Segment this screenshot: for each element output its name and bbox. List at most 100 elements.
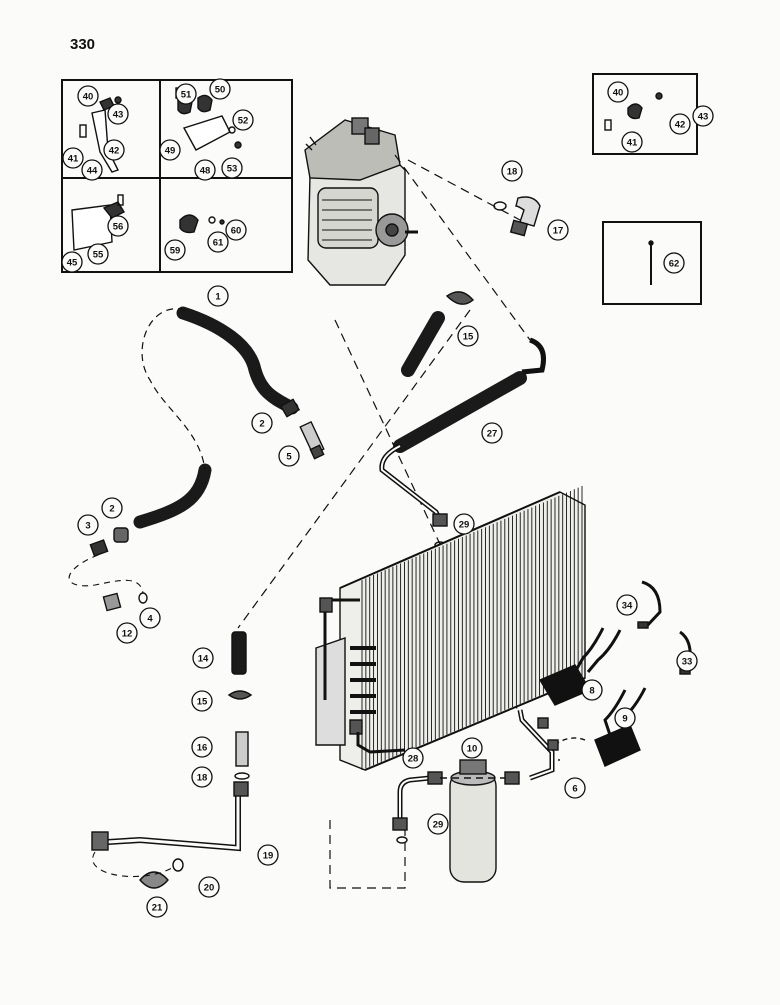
- compressor: [304, 117, 418, 286]
- condenser-coils: [350, 646, 376, 714]
- callout-bubble: [221, 157, 243, 179]
- callout-number: 1: [215, 292, 221, 303]
- callout-bubble: [77, 514, 99, 536]
- callout-bubble: [481, 422, 503, 444]
- callout-bubble: [209, 78, 231, 100]
- callout-bubble: [77, 85, 99, 107]
- fittings-left: [68, 398, 325, 612]
- callout-bubble: [207, 285, 229, 307]
- callout-number: 48: [200, 166, 211, 177]
- callout-bubble: [107, 103, 129, 125]
- callout-number: 2: [259, 419, 264, 430]
- callout-number: 33: [682, 657, 693, 668]
- callout-number: 29: [459, 520, 470, 531]
- callout-number: 15: [463, 332, 474, 343]
- callout-number: 6: [572, 784, 577, 795]
- callout-number: 8: [589, 686, 594, 697]
- callout-number: 42: [109, 146, 120, 157]
- callout-bubble: [581, 679, 603, 701]
- elbow-fitting: [493, 196, 541, 237]
- callout-bubble: [402, 747, 424, 769]
- callout-bubble: [616, 594, 638, 616]
- callout-number: 27: [487, 429, 498, 440]
- callout-number: 20: [204, 883, 215, 894]
- callout-number: 18: [197, 773, 208, 784]
- callout-number: 61: [213, 238, 224, 249]
- callout-number: 19: [263, 851, 274, 862]
- callout-number: 17: [553, 226, 564, 237]
- callout-bubble: [81, 159, 103, 181]
- callout-bubble: [146, 896, 168, 918]
- callout-number: 43: [698, 112, 709, 123]
- receiver-drier: [392, 759, 520, 883]
- callout-number: 15: [197, 697, 208, 708]
- callout-number: 42: [675, 120, 686, 131]
- callout-bubble: [194, 159, 216, 181]
- callout-bubble: [257, 844, 279, 866]
- callout-bubble: [191, 690, 213, 712]
- callout-number: 21: [152, 903, 163, 914]
- callout-number: 49: [165, 146, 176, 157]
- callout-number: 40: [613, 88, 624, 99]
- callout-bubble: [191, 736, 213, 758]
- callout-bubble: [87, 243, 109, 265]
- callout-bubble: [232, 109, 254, 131]
- discharge-hose-lower: [91, 631, 253, 889]
- callout-bubble: [251, 412, 273, 434]
- callout-bubble: [101, 497, 123, 519]
- callout-bubble: [278, 445, 300, 467]
- callout-bubble: [207, 231, 229, 253]
- callout-number: 4: [147, 614, 153, 625]
- pressure-switches: [538, 580, 692, 767]
- liquid-line: [517, 709, 559, 781]
- callout-number: 34: [622, 601, 633, 612]
- callout-bubble: [225, 219, 247, 241]
- callout-number: 18: [507, 167, 518, 178]
- callout-bubble: [116, 622, 138, 644]
- callout-bubble: [692, 105, 714, 127]
- callout-number: 53: [227, 164, 238, 175]
- hose-suction: [133, 306, 299, 529]
- callout-bubble: [192, 647, 214, 669]
- callout-number: 51: [181, 90, 192, 101]
- callout-number: 52: [238, 116, 249, 127]
- callout-bubble: [607, 81, 629, 103]
- callout-bubble: [564, 777, 586, 799]
- callout-bubble: [676, 650, 698, 672]
- callout-number: 41: [627, 138, 638, 149]
- callout-number: 60: [231, 226, 242, 237]
- callout-bubble: [159, 139, 181, 161]
- callout-bubble: [621, 131, 643, 153]
- callout-number: 62: [669, 259, 680, 270]
- condenser: [315, 486, 586, 771]
- callout-number: 12: [122, 629, 133, 640]
- callout-number: 28: [408, 754, 419, 765]
- callout-number: 59: [170, 246, 181, 257]
- callout-bubble: [547, 219, 569, 241]
- callout-number: 45: [67, 258, 78, 269]
- callout-bubble: [107, 215, 129, 237]
- callout-bubble: [164, 239, 186, 261]
- callout-number: 44: [87, 166, 98, 177]
- callout-bubble: [62, 147, 84, 169]
- callout-bubble: [103, 139, 125, 161]
- callout-number: 16: [197, 743, 208, 754]
- discharge-line: [379, 337, 546, 549]
- callout-number: 2: [109, 504, 114, 515]
- page-number: 330: [70, 36, 96, 53]
- callout-number: 50: [215, 85, 226, 96]
- callout-bubble: [191, 766, 213, 788]
- callout-number: 14: [198, 654, 209, 665]
- callout-number: 10: [467, 744, 478, 755]
- callout-bubble: [663, 252, 685, 274]
- callout-bubble: [139, 607, 161, 629]
- callout-bubble: [453, 513, 475, 535]
- callout-bubble: [61, 251, 83, 273]
- inset-box-tie: [602, 221, 702, 305]
- callout-number: 40: [83, 92, 94, 103]
- callout-number: 43: [113, 110, 124, 121]
- callout-bubble: [669, 113, 691, 135]
